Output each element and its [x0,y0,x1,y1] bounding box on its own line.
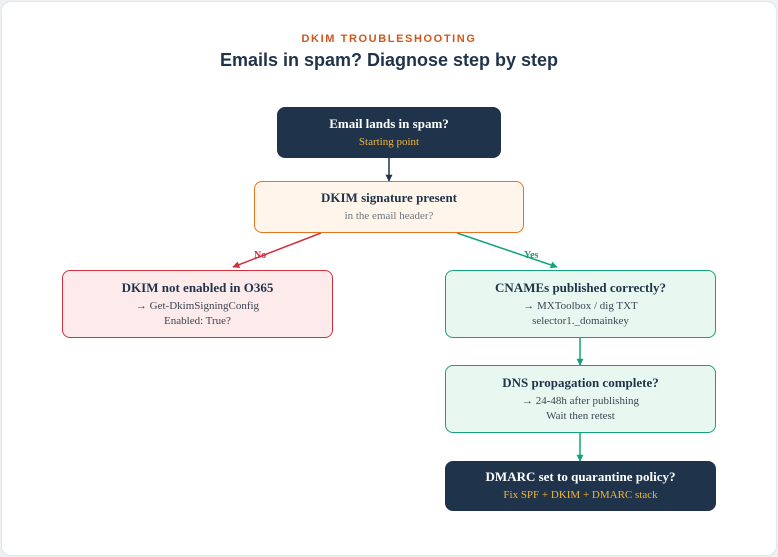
node-title: CNAMEs published correctly? [495,279,666,295]
node-line-1: → 24-48h after publishing [521,394,639,407]
node-line-2: Enabled: True? [164,314,231,327]
node-title: DNS propagation complete? [502,374,659,390]
node-dmarc-quarantine: DMARC set to quarantine policy? Fix SPF … [445,461,716,511]
node-cnames-published: CNAMEs published correctly? → MXToolbox … [445,270,716,338]
node-email-lands-in-spam: Email lands in spam? Starting point [277,107,501,158]
node-subtitle: in the email header? [344,210,434,222]
node-title: Email lands in spam? [329,115,449,131]
node-title: DKIM not enabled in O365 [121,279,274,295]
edge-label-yes: Yes [524,250,539,261]
node-line-1: → Get-DkimSigningConfig [135,299,260,312]
node-dns-propagation: DNS propagation complete? → 24-48h after… [445,365,716,433]
node-dkim-signature-present: DKIM signature present in the email head… [254,181,524,233]
diagram-title: Emails in spam? Diagnose step by step [219,50,559,70]
edge-dkim-to-cnames [456,232,558,269]
edge-dkim-to-not-enabled [232,232,322,268]
node-title: DKIM signature present [320,190,458,205]
node-dkim-not-enabled: DKIM not enabled in O365 → Get-DkimSigni… [62,270,333,338]
node-subtitle: Fix SPF + DKIM + DMARC stack [503,489,658,501]
diagram-eyebrow: DKIM TROUBLESHOOTING [301,33,477,45]
node-title: DMARC set to quarantine policy? [485,469,676,484]
edge-label-no: No [254,250,267,261]
node-line-2: selector1._domainkey [532,314,629,327]
node-line-2: Wait then retest [546,409,615,422]
node-subtitle: Starting point [358,135,420,148]
node-line-1: → MXToolbox / dig TXT [523,299,638,312]
